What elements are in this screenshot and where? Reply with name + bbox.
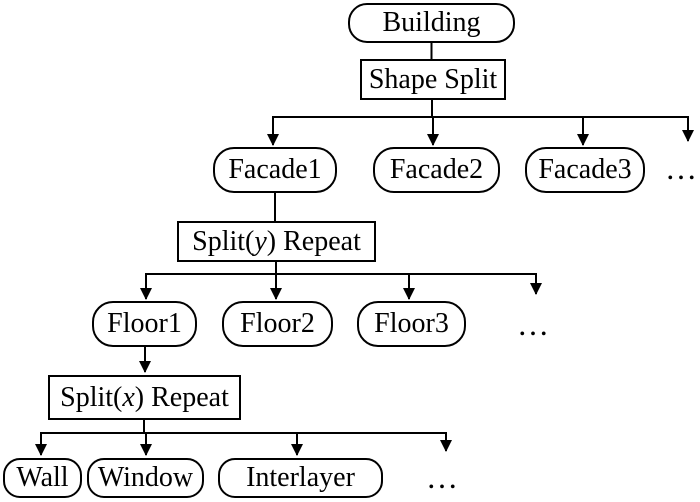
node-shape-split: Shape Split <box>360 59 506 100</box>
split-x-pre: Split( <box>60 381 123 413</box>
node-floor3: Floor3 <box>357 301 466 347</box>
node-facade1-label: Facade1 <box>228 154 322 185</box>
node-interlayer: Interlayer <box>218 458 383 498</box>
node-floor1: Floor1 <box>92 301 197 347</box>
node-interlayer-label: Interlayer <box>246 462 355 493</box>
node-facade2: Facade2 <box>373 147 500 193</box>
node-wall: Wall <box>3 458 82 498</box>
node-floor2-label: Floor2 <box>240 308 315 339</box>
node-facade2-label: Facade2 <box>389 154 484 185</box>
node-split-y-repeat: Split(y) Repeat <box>177 221 376 262</box>
split-y-var: y <box>254 225 267 257</box>
node-facade3: Facade3 <box>525 147 645 193</box>
node-wall-label: Wall <box>16 462 69 493</box>
node-floor2: Floor2 <box>222 301 333 347</box>
floors-ellipsis-label: … <box>517 306 551 342</box>
leaves-ellipsis: … <box>421 459 465 495</box>
node-building-label: Building <box>382 7 481 38</box>
node-facade3-label: Facade3 <box>538 154 632 185</box>
node-shape-split-label: Shape Split <box>368 63 498 95</box>
node-window: Window <box>87 458 204 498</box>
split-x-var: x <box>122 381 135 413</box>
node-split-y-repeat-label: Split(y) Repeat <box>192 225 361 257</box>
node-floor3-label: Floor3 <box>374 308 449 339</box>
facades-ellipsis: … <box>662 150 700 186</box>
node-split-x-repeat: Split(x) Repeat <box>48 375 241 420</box>
split-y-pre: Split( <box>192 225 255 257</box>
split-x-post: ) Repeat <box>134 381 229 413</box>
node-facade1: Facade1 <box>213 147 337 193</box>
connector-lines <box>35 42 694 456</box>
node-building: Building <box>348 3 515 43</box>
node-window-label: Window <box>97 462 194 493</box>
node-split-x-repeat-label: Split(x) Repeat <box>60 381 229 413</box>
node-floor1-label: Floor1 <box>107 308 182 339</box>
split-y-post: ) Repeat <box>266 225 361 257</box>
leaves-ellipsis-label: … <box>426 459 460 495</box>
floors-ellipsis: … <box>512 306 556 342</box>
facades-ellipsis-label: … <box>665 150 699 186</box>
